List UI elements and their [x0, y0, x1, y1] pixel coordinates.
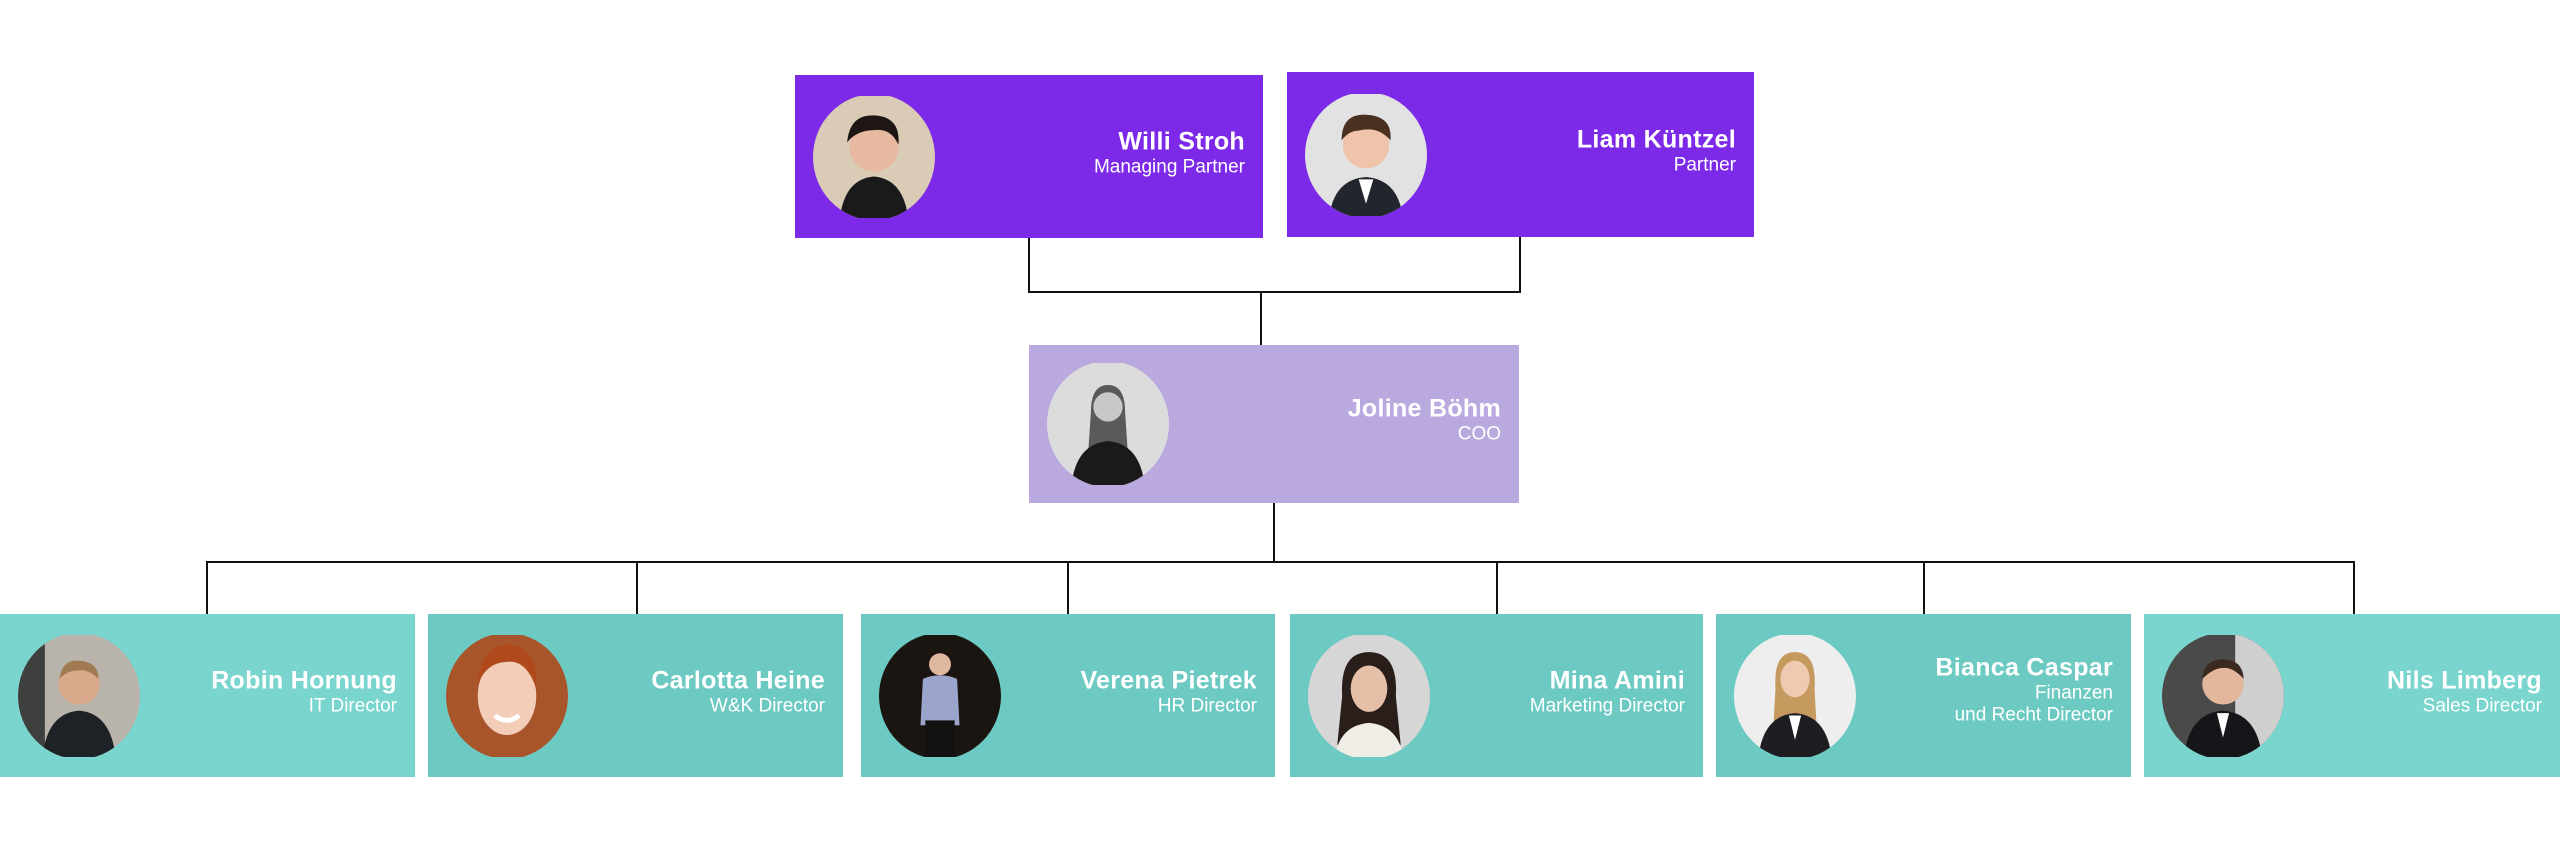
avatar	[1308, 633, 1430, 759]
person-role: Sales Director	[2422, 694, 2542, 716]
connector-directors-bus	[206, 561, 2355, 563]
connector-drop-6	[2353, 561, 2355, 614]
person-name: Willi Stroh	[1118, 126, 1245, 155]
avatar	[18, 633, 140, 759]
connector-coo-down	[1273, 503, 1275, 563]
person-name: Verena Pietrek	[1080, 665, 1257, 694]
avatar	[879, 633, 1001, 759]
person-role: Managing Partner	[1093, 155, 1245, 177]
connector-drop-5	[1923, 561, 1925, 614]
person-role: HR Director	[1157, 694, 1257, 716]
person-name: Mina Amini	[1549, 665, 1685, 694]
avatar	[1734, 633, 1856, 759]
person-role: Finanzen	[2034, 682, 2113, 704]
person-name: Carlotta Heine	[651, 665, 825, 694]
person-role: COO	[1457, 423, 1501, 445]
connector-drop-3	[1067, 561, 1069, 614]
person-role: W&K Director	[709, 694, 825, 716]
connector-partners-bus	[1028, 291, 1521, 293]
person-name: Bianca Caspar	[1935, 653, 2113, 682]
avatar	[1305, 92, 1427, 218]
avatar	[446, 633, 568, 759]
person-name: Nils Limberg	[2386, 665, 2542, 694]
person-role: Marketing Director	[1529, 694, 1685, 716]
avatar	[1047, 361, 1169, 487]
person-role: und Recht Director	[1954, 704, 2113, 726]
connector-liam-down	[1519, 237, 1521, 293]
connector-to-coo	[1260, 291, 1262, 345]
connector-willi-down	[1028, 238, 1030, 293]
connector-drop-1	[206, 561, 208, 614]
person-name: Liam Küntzel	[1576, 124, 1736, 153]
person-role: IT Director	[308, 694, 397, 716]
connector-drop-4	[1496, 561, 1498, 614]
avatar	[813, 94, 935, 220]
connector-drop-2	[636, 561, 638, 614]
avatar	[2162, 633, 2284, 759]
person-name: Joline Böhm	[1347, 394, 1501, 423]
person-role: Partner	[1673, 153, 1736, 175]
person-name: Robin Hornung	[211, 665, 397, 694]
